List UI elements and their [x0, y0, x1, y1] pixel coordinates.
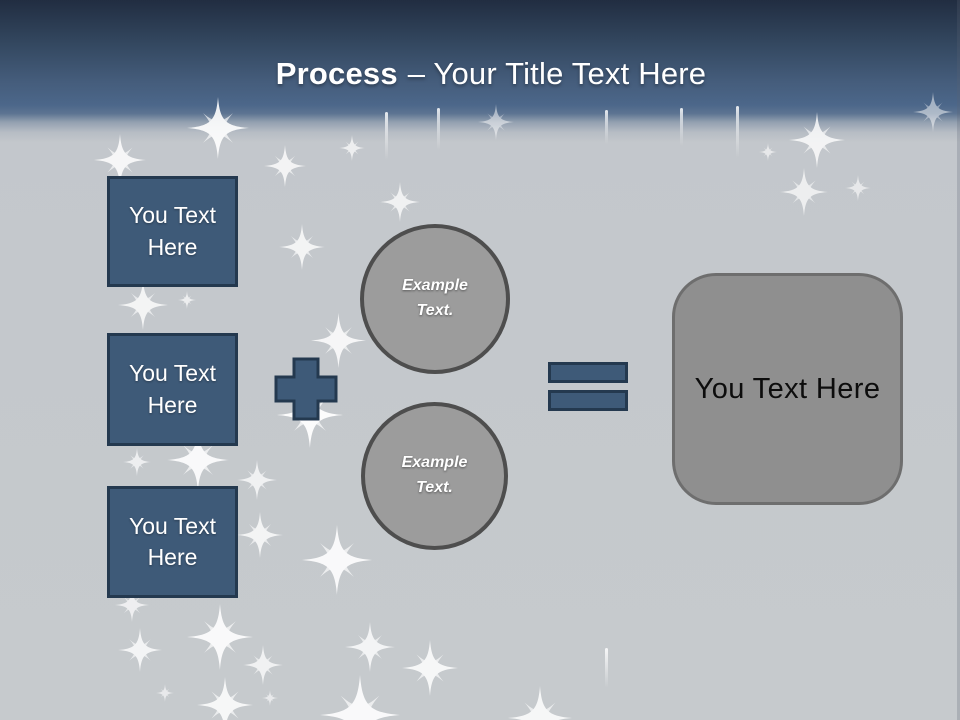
result-box: You Text Here: [672, 273, 903, 505]
sparkle-icon: [118, 280, 168, 330]
text-box-3-label: You Text Here: [129, 512, 216, 570]
slide-title-keyword: Process: [275, 56, 398, 91]
text-box-1-label: You Text Here: [129, 202, 216, 260]
sparkle-icon: [345, 622, 395, 672]
sparkle-icon: [118, 628, 162, 672]
sparkle-icon: [237, 460, 277, 500]
light-streak: [605, 648, 608, 688]
text-box-2-label: You Text Here: [129, 360, 216, 418]
slide-title-subtitle: – Your Title Text Here: [407, 56, 707, 91]
sparkle-icon: [402, 640, 458, 696]
text-box-2: You Text Here: [107, 333, 238, 446]
sparkle-icon: [780, 168, 828, 216]
right-edge-shade: [957, 0, 960, 720]
sparkle-icon: [759, 143, 777, 161]
sparkle-icon: [302, 525, 372, 595]
equals-icon: [548, 362, 628, 412]
slide-title: Process – Your Title Text Here: [0, 56, 960, 92]
sparkle-icon: [320, 675, 400, 720]
sparkle-icon: [264, 145, 306, 187]
equals-bar-top: [548, 362, 628, 383]
sparkle-icon: [237, 512, 283, 558]
sparkle-icon: [178, 291, 196, 309]
example-circle-2-label: Example Text.: [401, 454, 468, 496]
text-box-3: You Text Here: [107, 486, 238, 598]
sparkle-icon: [187, 604, 253, 670]
text-box-1: You Text Here: [107, 176, 238, 287]
sparkle-icon: [845, 175, 871, 201]
plus-icon: [274, 357, 338, 421]
example-circle-1-label: Example Text.: [402, 277, 468, 319]
sparkle-icon: [508, 686, 572, 720]
sparkle-icon: [243, 645, 283, 685]
sparkle-icon: [197, 677, 253, 720]
sparkle-icon: [123, 448, 151, 476]
sparkle-icon: [279, 224, 325, 270]
equals-bar-bottom: [548, 390, 628, 411]
sparkle-icon: [156, 684, 174, 702]
sparkle-icon: [262, 690, 278, 706]
result-box-label: You Text Here: [694, 372, 881, 405]
sparkle-icon: [380, 182, 420, 222]
example-circle-1: Example Text.: [360, 224, 510, 374]
example-circle-2: Example Text.: [361, 402, 508, 550]
